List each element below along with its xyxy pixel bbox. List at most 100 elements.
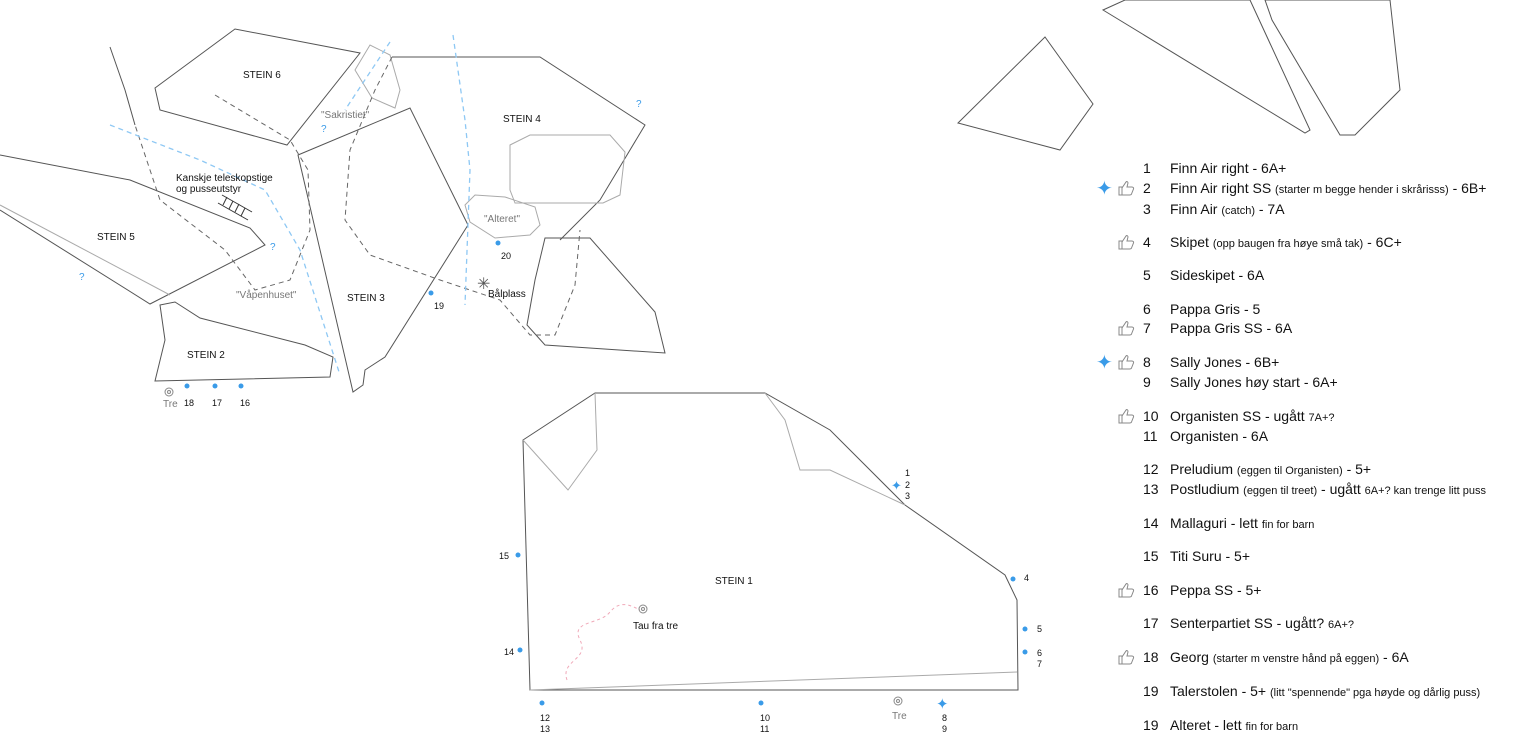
route-note: (eggen til Organisten): [1236, 465, 1343, 477]
route-name: Pappa Gris SS: [1170, 320, 1263, 336]
tree-icon: [638, 604, 648, 614]
star-icon: ✦: [936, 696, 949, 713]
question-mark: ?: [636, 99, 642, 110]
route-number: 9: [1143, 374, 1151, 390]
route-name: Georg: [1170, 649, 1209, 665]
route-note: (starter m venstre hånd på eggen): [1212, 653, 1380, 665]
question-mark: ?: [270, 242, 276, 253]
route-name: Organisten SS: [1170, 408, 1262, 424]
stone-label: STEIN 2: [187, 350, 225, 361]
route-extra: fin for barn: [1261, 519, 1315, 531]
route-name: Sideskipet: [1170, 267, 1235, 283]
route-grade: - 6C+: [1367, 234, 1402, 250]
rock-outline: [957, 36, 1094, 151]
route-extra: 6A+? kan trenge litt puss: [1364, 485, 1487, 497]
stone-label: STEIN 4: [503, 114, 541, 125]
route-name: Preludium: [1170, 461, 1234, 477]
route-name: Skipet: [1170, 234, 1209, 250]
route-grade: - 6A: [1266, 320, 1293, 336]
route-note: (eggen til treet): [1243, 485, 1318, 497]
route-extra: (litt "spennende" pga høyde og dårlig pu…: [1270, 687, 1481, 699]
area-label: "Våpenhuset": [236, 289, 297, 301]
route-number: 19: [1143, 717, 1159, 733]
stein-4-lower-outline: [526, 237, 666, 354]
route-number: 19: [434, 301, 444, 311]
route-marker-10-11: [758, 700, 764, 706]
route-number: 20: [501, 251, 511, 261]
route-grade: - 6A: [1383, 649, 1409, 665]
svg-text:17: 17: [212, 398, 222, 408]
rope-path: [565, 604, 641, 681]
star-icon: ✦: [891, 478, 902, 493]
stone-label: STEIN 5: [97, 232, 135, 243]
svg-text:16: 16: [240, 398, 250, 408]
route-marker-6-7: [1022, 649, 1028, 655]
route-grade: - ugått: [1264, 408, 1305, 424]
thumbs-up-icon: [1117, 648, 1135, 666]
route-name: Pappa Gris: [1170, 301, 1241, 317]
route-grade: - 6A: [1242, 428, 1269, 444]
route-grade: - 6A+: [1303, 374, 1338, 390]
route-grade: - ugått?: [1276, 615, 1325, 631]
route-name: Organisten: [1170, 428, 1239, 444]
route-number: 1: [905, 468, 910, 478]
stein-3-outline: [297, 107, 469, 393]
route-number: 13: [1143, 481, 1159, 497]
route-number: 3: [905, 491, 910, 501]
route-number: 2: [1143, 180, 1151, 196]
route-note: (opp baugen fra høye små tak): [1212, 238, 1364, 250]
sakristiet-outline: [354, 44, 401, 109]
route-number: 14: [1143, 515, 1159, 531]
route-grade: - 5+: [1236, 582, 1262, 598]
route-number: 9: [942, 724, 947, 734]
note-label: Kanskje teleskopstige: [176, 173, 273, 184]
tree-icon: [164, 387, 174, 397]
path-arrow: [452, 34, 471, 306]
stein-5-outline: [109, 46, 136, 126]
route-marker-16-18: 18 17 16: [184, 383, 250, 408]
route-number: 11: [1143, 428, 1158, 444]
route-grade: - lett: [1214, 717, 1242, 733]
route-grade: - 7A: [1258, 201, 1285, 217]
ladder-icon: [217, 194, 253, 221]
stein-6-outline: [154, 28, 361, 146]
thumbs-up-icon: [1117, 233, 1135, 251]
route-number: 10: [1143, 408, 1159, 424]
route-grade: - 5+: [1241, 683, 1267, 699]
route-number: 12: [540, 713, 550, 723]
campfire-label: Bålplass: [488, 288, 526, 300]
route-name: Alteret: [1170, 717, 1211, 733]
route-marker-14: [517, 647, 523, 653]
route-number: 15: [1143, 548, 1159, 564]
route-name: Postludium: [1170, 481, 1240, 497]
stone-label: STEIN 1: [715, 576, 753, 587]
route-grade: - 6A: [1238, 267, 1265, 283]
route-number: 15: [499, 551, 509, 561]
route-number: 18: [1143, 649, 1159, 665]
route-grade: - 6A+: [1252, 160, 1287, 176]
route-number: 17: [1143, 615, 1159, 631]
tree-icon: [893, 696, 903, 706]
alteret-outline: [464, 194, 541, 239]
question-mark: ?: [79, 272, 85, 283]
rock-inner-line: [764, 392, 906, 506]
route-name: Sally Jones høy start: [1170, 374, 1300, 390]
route-grade: - lett: [1230, 515, 1258, 531]
tree-label: Tre: [892, 711, 907, 722]
thumbs-up-icon: [1117, 407, 1135, 425]
rope-label: Tau fra tre: [633, 621, 678, 632]
rock-inner-line: [522, 392, 598, 491]
route-extra: 6A+?: [1328, 619, 1354, 631]
campfire-icon: ✳: [477, 276, 490, 293]
route-number: 11: [760, 724, 769, 734]
stein-1-outline: [522, 392, 1019, 691]
route-grade: - 5+: [1225, 548, 1251, 564]
route-name: Finn Air: [1170, 201, 1218, 217]
route-number: 10: [760, 713, 770, 723]
route-grade: - 5: [1243, 301, 1261, 317]
stone-label: STEIN 6: [243, 70, 281, 81]
route-number: 6: [1037, 648, 1042, 658]
stone-label: STEIN 3: [347, 293, 385, 304]
